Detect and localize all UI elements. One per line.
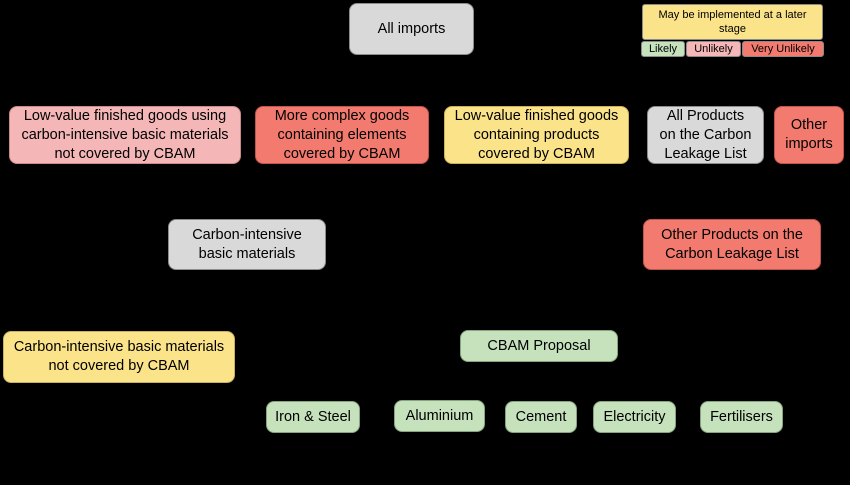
node-electricity: Electricity [593, 401, 676, 433]
legend-very-unlikely: Very Unlikely [742, 41, 824, 57]
legend-unlikely: Unlikely [686, 41, 741, 57]
node-aluminium: Aluminium [394, 400, 485, 432]
legend-likely: Likely [641, 41, 685, 57]
node-cbam-proposal: CBAM Proposal [460, 330, 618, 362]
node-carbon-intensive-basic-materials: Carbon-intensive basic materials [168, 219, 326, 270]
node-all-products-carbon-leakage: All Products on the Carbon Leakage List [647, 106, 764, 164]
node-cement: Cement [505, 401, 577, 433]
node-more-complex-goods: More complex goods containing elements c… [255, 106, 429, 164]
node-low-value-finished-goods-covered: Low-value finished goods containing prod… [444, 106, 629, 164]
node-fertilisers: Fertilisers [700, 401, 783, 433]
node-basic-materials-not-covered: Carbon-intensive basic materials not cov… [3, 331, 235, 383]
node-other-imports: Other imports [774, 106, 844, 164]
node-low-value-finished-goods-not-covered: Low-value finished goods using carbon-in… [9, 106, 241, 164]
node-other-products-carbon-leakage: Other Products on the Carbon Leakage Lis… [643, 219, 821, 270]
node-iron-steel: Iron & Steel [266, 401, 360, 433]
legend-later-stage: May be implemented at a later stage [642, 4, 823, 40]
node-all-imports: All imports [349, 3, 474, 55]
